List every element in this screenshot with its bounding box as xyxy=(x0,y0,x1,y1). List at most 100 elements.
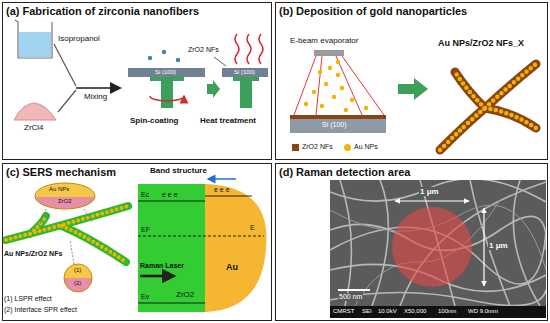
fabrication-illustration-shape xyxy=(247,34,251,64)
sem-image-shape xyxy=(330,180,546,306)
deposition-illustration-shape-shape xyxy=(312,90,316,94)
label-text: 100nm xyxy=(438,308,456,315)
legend-text: Au NPs xyxy=(354,143,378,151)
label-text: Ev xyxy=(141,293,149,301)
label-text: Si (100) xyxy=(322,121,347,129)
sem-image-shape-shape xyxy=(340,180,351,306)
label-text: X50,000 xyxy=(404,308,426,315)
label-text: (2) xyxy=(74,280,81,287)
deposition-illustration-shape-shape xyxy=(324,82,328,86)
deposition-illustration-shape xyxy=(290,119,386,133)
fabrication-illustration-shape xyxy=(58,90,76,112)
panel-title: (c) SERS mechanism xyxy=(3,164,271,180)
label-text: Au NPs xyxy=(49,186,69,193)
fabrication-illustration-shape xyxy=(161,81,173,108)
sem-image-shape-shape xyxy=(372,180,388,306)
deposition-illustration-shape xyxy=(304,60,368,112)
legend-swatch xyxy=(292,144,299,151)
label-text: Si (100) xyxy=(155,69,176,76)
label-text: SEI xyxy=(362,308,372,315)
sers-illustration xyxy=(6,179,266,312)
label-text: Au NPs/ZrO2 NFs_X xyxy=(438,38,524,48)
fabrication-illustration-shape xyxy=(76,87,120,89)
fabrication-illustration-shape xyxy=(162,50,166,54)
deposition-illustration-shape-shape xyxy=(440,64,536,150)
fabrication-illustration-shape xyxy=(15,20,52,58)
sem-image-shape xyxy=(330,180,546,306)
deposition-illustration-shape-shape xyxy=(328,66,332,70)
deposition-illustration-shape-shape xyxy=(336,73,340,77)
label-text: Au xyxy=(226,262,238,272)
deposition-illustration-shape xyxy=(440,64,536,150)
deposition-illustration-shape-shape xyxy=(344,108,348,112)
deposition-illustration-shape-shape xyxy=(340,86,344,90)
deposition-illustration-shape-shape xyxy=(332,95,336,99)
fabrication-illustration-shape xyxy=(150,96,184,101)
label-text: EF xyxy=(141,226,150,234)
deposition-illustration-shape xyxy=(294,56,384,115)
deposition-illustration xyxy=(290,50,536,150)
label-text: Raman Laser xyxy=(140,262,184,270)
deposition-illustration-shape-shape xyxy=(350,98,354,102)
fabrication-illustration-shape xyxy=(54,44,76,86)
label-text: 1 μm xyxy=(419,187,440,196)
label-text: (1) LSPR effect xyxy=(4,295,52,303)
sem-image-shape-shape xyxy=(355,200,500,306)
fabrication-illustration-shape xyxy=(148,56,152,60)
label-text: Au NPs/ZrO2 NFs xyxy=(4,250,62,258)
sem-image xyxy=(330,179,546,318)
panel-box: (b) Deposition of gold nanoparticles xyxy=(275,2,548,160)
label-text: Ec xyxy=(141,191,149,199)
label-text: 1 μm xyxy=(488,241,509,250)
sers-illustration-shape xyxy=(138,196,252,303)
fabrication-illustration xyxy=(14,20,268,120)
sers-illustration-shape xyxy=(138,236,264,237)
label-text: E-beam evaporator xyxy=(290,36,358,45)
fabrication-illustration-shape xyxy=(233,77,259,81)
sem-image-shape-shape xyxy=(330,290,546,306)
deposition-illustration-shape xyxy=(290,115,386,119)
label-text: 500 nm xyxy=(338,293,363,301)
sers-illustration-shape xyxy=(64,264,92,292)
deposition-illustration-shape-shape xyxy=(440,64,536,150)
sers-illustration-shape xyxy=(208,178,236,180)
label-text: ZrCl4 xyxy=(24,123,44,132)
sem-image-shape-shape xyxy=(330,180,546,202)
legend-swatch xyxy=(344,144,351,151)
sem-image-shape xyxy=(338,289,370,291)
deposition-illustration-shape xyxy=(314,50,344,56)
fabrication-illustration-shape xyxy=(150,77,184,81)
fabrication-illustration-shape xyxy=(14,103,56,120)
sers-illustration-shape xyxy=(140,275,174,278)
panel-title: (a) Fabrication of zirconia nanofibers xyxy=(3,3,271,19)
label-text: Band structure xyxy=(150,166,207,175)
sem-image-shape xyxy=(392,207,472,287)
fabrication-illustration-shape xyxy=(19,32,51,57)
fabrication-illustration-shape xyxy=(222,68,268,77)
sem-image-shape xyxy=(483,208,484,286)
label-text: Heat treatment xyxy=(200,116,256,125)
deposition-illustration-shape-shape xyxy=(336,60,340,64)
label-text: Mixing xyxy=(84,92,107,101)
label-text: ZrO2 NFs xyxy=(188,46,219,54)
panel-title: (b) Deposition of gold nanoparticles xyxy=(276,3,547,19)
sem-image-shape xyxy=(395,200,469,201)
deposition-illustration-shape-shape xyxy=(320,104,324,108)
label-text: Isopropanol xyxy=(58,34,100,43)
label-text: (2) Interface SPR effect xyxy=(4,306,77,314)
fabrication-illustration-shape xyxy=(259,34,263,64)
sers-illustration-shape xyxy=(35,183,95,209)
fabrication-illustration-shape xyxy=(176,58,180,62)
legend-text: ZrO2 NFs xyxy=(302,143,333,151)
fabrication-illustration-shape xyxy=(207,80,220,98)
deposition-illustration-shape-shape xyxy=(304,102,308,106)
deposition-illustration-shape-shape xyxy=(318,70,322,74)
deposition-illustration-shape xyxy=(398,78,428,100)
sem-image-shape xyxy=(330,306,546,318)
panel-box: (a) Fabrication of zirconia nanofibers xyxy=(2,2,272,160)
fabrication-illustration-shape xyxy=(235,34,239,64)
label-text: WD 9.0mm xyxy=(468,308,498,315)
fabrication-illustration-shape xyxy=(128,68,205,77)
label-text: 10.0kV xyxy=(378,308,397,315)
label-text: ZrO2 xyxy=(58,198,72,205)
